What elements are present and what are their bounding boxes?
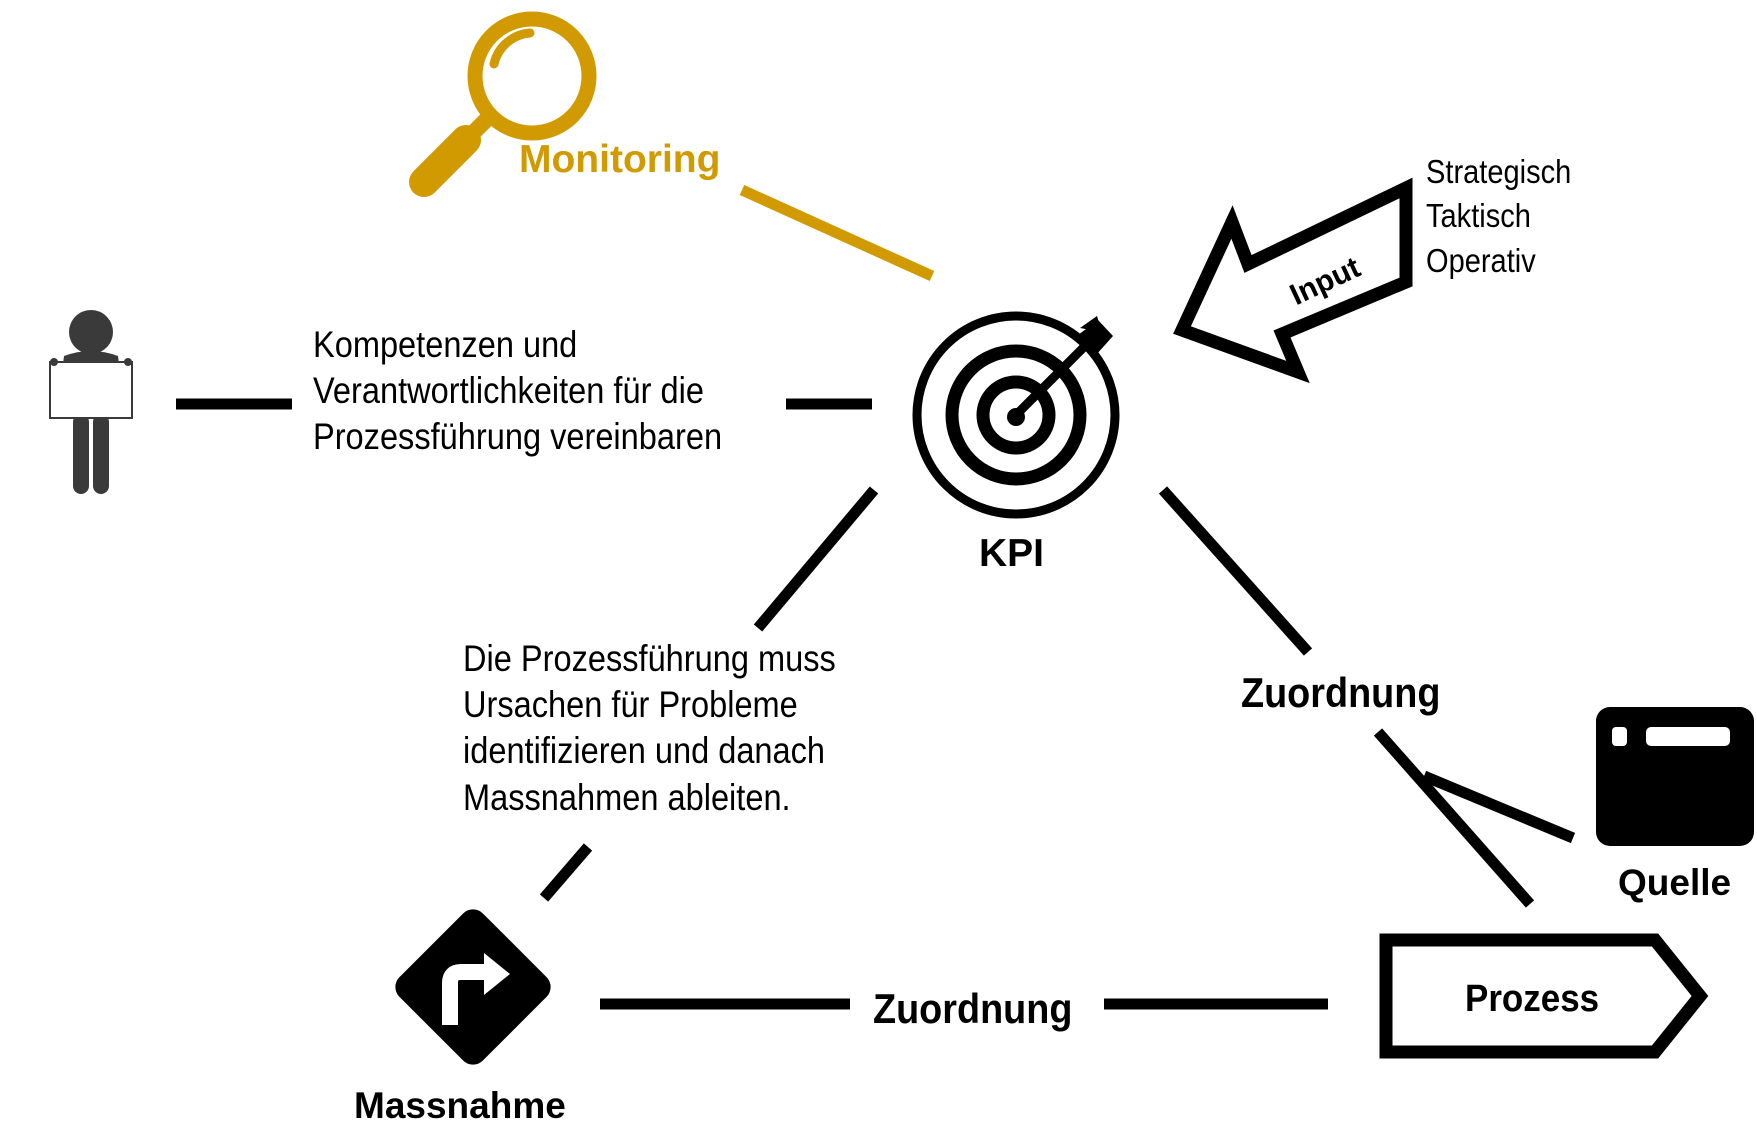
line-kpi-textblock bbox=[753, 486, 879, 632]
connectors bbox=[176, 184, 1576, 1010]
kompetenzen-line-1: Kompetenzen und bbox=[313, 324, 578, 365]
process-arrow-icon bbox=[1379, 933, 1709, 1059]
level-operativ: Operativ bbox=[1426, 242, 1536, 279]
line-quelle-link bbox=[1421, 770, 1576, 844]
kpi-label: KPI bbox=[979, 532, 1045, 575]
line-textblock-massnahme bbox=[539, 843, 593, 902]
prozess-label: Prozess bbox=[1465, 978, 1600, 1020]
target-icon bbox=[912, 311, 1120, 519]
kompetenzen-line-3: Prozessführung vereinbaren bbox=[313, 416, 723, 457]
arrow-left-icon bbox=[1173, 177, 1413, 384]
prozessfuehrung-line-3: identifizieren und danach bbox=[463, 730, 826, 771]
magnifier-icon bbox=[409, 11, 597, 197]
prozessfuehrung-line-1: Die Prozessführung muss bbox=[463, 638, 836, 679]
quelle-label: Quelle bbox=[1618, 862, 1732, 903]
massnahme-label: Massnahme bbox=[354, 1085, 566, 1126]
kompetenzen-line-2: Verantwortlichkeiten für die bbox=[313, 370, 704, 411]
prozessfuehrung-line-2: Ursachen für Probleme bbox=[463, 684, 798, 725]
monitoring-label: Monitoring bbox=[519, 138, 721, 181]
zuordnung-kpi-prozess-label: Zuordnung bbox=[1241, 669, 1441, 716]
level-strategisch: Strategisch bbox=[1426, 153, 1572, 190]
zuordnung-massnahme-prozess-label: Zuordnung bbox=[873, 985, 1073, 1032]
level-taktisch: Taktisch bbox=[1426, 197, 1531, 234]
browser-window-icon bbox=[1596, 707, 1754, 846]
line-monitoring-kpi bbox=[739, 184, 935, 282]
line-kpi-zuordnung bbox=[1158, 486, 1313, 656]
prozessfuehrung-line-4: Massnahmen ableiten. bbox=[463, 777, 791, 818]
line-zuordnung-prozess bbox=[1373, 728, 1535, 908]
person-holding-sign-icon bbox=[49, 310, 133, 494]
turn-right-sign-icon bbox=[395, 909, 551, 1065]
